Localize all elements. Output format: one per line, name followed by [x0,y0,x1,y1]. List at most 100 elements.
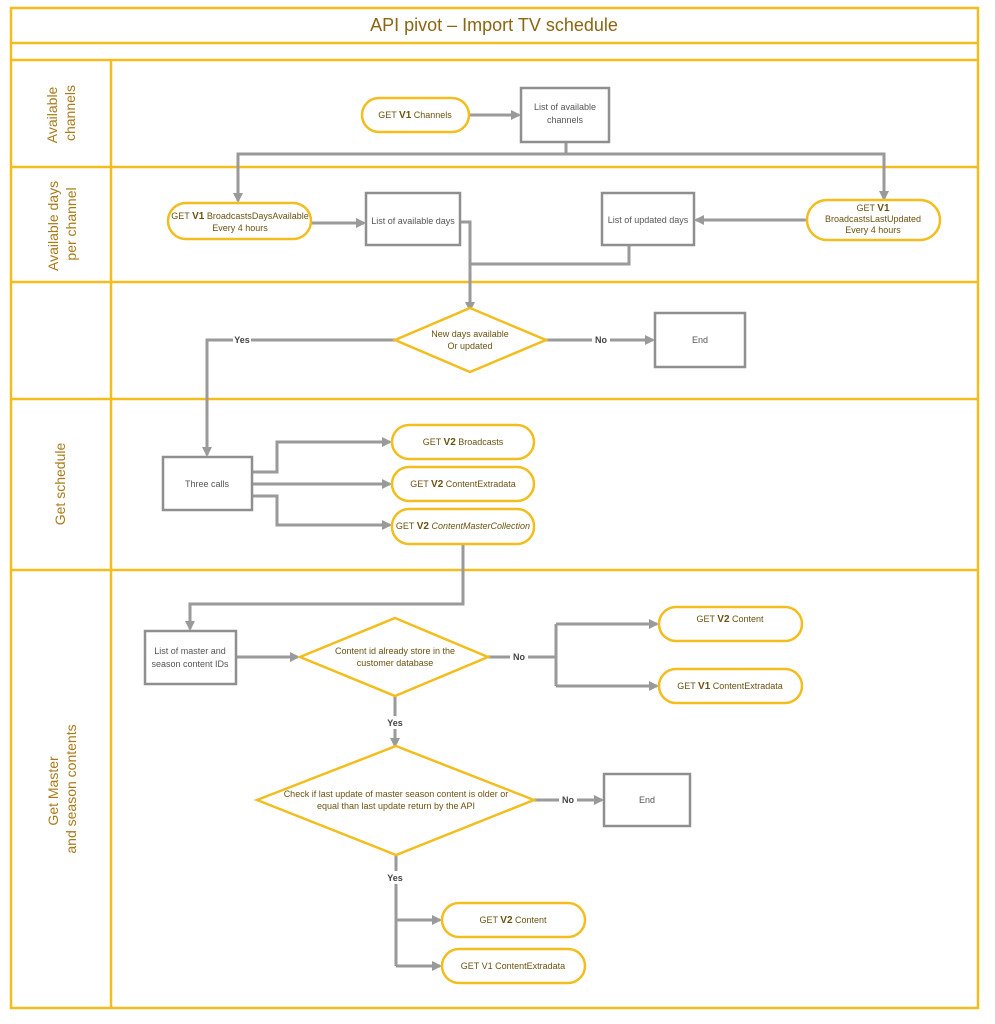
svg-text:GET V2 Broadcasts: GET V2 Broadcasts [423,437,504,448]
node-label: equal than last update return by the API [317,801,475,811]
lane-label-line: Available [44,86,60,143]
svg-text:GET V1 BroadcastsDaysAvailable: GET V1 BroadcastsDaysAvailable [171,211,308,222]
node-label: List of available [534,102,596,112]
node-label: Every 4 hours [845,225,901,235]
node-get-v1-channels: GET V1 Channels [360,96,471,134]
node-get-v1-extradata-a: GET V1 ContentExtradata [657,667,804,705]
node-label: List of available days [371,216,455,226]
node-end-1: End [653,311,747,369]
node-label: List of updated days [608,215,689,225]
connector [460,220,475,312]
api-endpoint: Content [513,915,548,925]
node-get-v2-master-collection: GET V2 ContentMasterCollection [390,507,536,546]
lane-label-available-days: Available days per channel [45,177,79,271]
api-version: V2 [717,614,730,625]
lane-label-line: Get schedule [52,443,68,526]
connector [252,494,392,530]
api-prefix: GET [677,681,698,691]
node-label: Or updated [447,341,492,351]
api-prefix: GET [696,614,717,624]
node-three-calls: Three calls [161,455,254,512]
edge-label-no: No [562,795,574,805]
lane-label-line: channels [62,85,78,141]
connector [233,142,568,203]
api-prefix: GET [479,915,500,925]
api-endpoint: Channels [411,110,452,120]
lane-label-available-channels: Available channels [44,83,78,143]
node-list-master-ids: List of master and season content IDs [143,629,238,686]
svg-text:GET V2 Content: GET V2 Content [479,915,547,926]
connector [470,245,631,266]
lane-label-get-schedule: Get schedule [52,443,68,526]
svg-text:GET V1: GET V1 [856,203,890,214]
node-label: Check if last update of master season co… [284,789,509,799]
api-prefix: GET [856,203,877,213]
node-label: End [639,795,655,805]
svg-text:GET V2 ContentExtradata: GET V2 ContentExtradata [410,479,516,490]
connector [185,544,465,631]
svg-text:GET V1 Channels: GET V1 Channels [378,110,452,121]
node-list-available-days: List of available days [364,191,462,247]
node-end-2: End [602,772,692,828]
node-get-v1-last-updated: GET V1 BroadcastsLastUpdated Every 4 hou… [805,198,942,242]
node-get-v1-broadcasts-days: GET V1 BroadcastsDaysAvailable Every 4 h… [166,201,313,241]
diagram-title: API pivot – Import TV schedule [370,15,618,35]
svg-text:GET V2 ContentMasterCollection: GET V2 ContentMasterCollection [396,521,530,532]
api-version: V1 [698,681,711,692]
node-label: BroadcastsLastUpdated [825,214,921,224]
node-get-v2-extradata: GET V2 ContentExtradata [390,465,536,503]
api-prefix: GET [410,479,431,489]
connector [202,338,395,457]
api-version: V1 [877,203,890,214]
node-get-v2-broadcasts: GET V2 Broadcasts [390,423,536,461]
api-version: V2 [431,479,444,490]
api-prefix: GET [423,437,444,447]
edge-label-no: No [513,652,525,662]
node-get-v1-extradata-b: GET V1 ContentExtradata [440,947,587,985]
node-label: End [692,335,708,345]
api-prefix: GET [396,521,417,531]
diagram-frame [9,6,980,1010]
node-label: channels [547,115,584,125]
svg-text:GET V1 ContentExtradata: GET V1 ContentExtradata [677,681,783,692]
api-prefix: GET [378,110,399,120]
connector [566,152,889,201]
api-prefix: GET [171,211,192,221]
node-decision-content-id: Content id already store in the customer… [296,616,492,698]
api-version: V2 [417,521,430,532]
api-endpoint: Broadcasts [456,437,504,447]
lane-label-get-master: Get Master and season contents [45,724,79,853]
api-endpoint: Content [730,614,765,624]
node-label: List of master and [154,646,226,656]
api-version: V2 [444,437,457,448]
api-version: V1 [399,110,412,121]
api-endpoint: ContentMasterCollection [429,521,530,531]
lane-label-line: and season contents [63,724,79,853]
node-label: customer database [357,658,434,668]
api-endpoint: ContentExtradata [443,479,516,489]
lane-label-line: per channel [63,187,79,260]
lane-label-line: Get Master [45,756,61,826]
lane-label-line: Available days [45,181,61,271]
node-list-updated-days: List of updated days [600,191,696,247]
node-label: Three calls [185,479,230,489]
api-version: V1 [192,211,205,222]
node-label: season content IDs [151,659,229,669]
node-get-v2-content-a: GET V2 Content [657,605,804,643]
edge-label-yes: Yes [387,873,403,883]
edge-label-bg [559,793,577,806]
connector [252,437,392,474]
edge-label-bg [592,333,610,346]
edge-label-bg [385,716,405,729]
api-endpoint: BroadcastsDaysAvailable [204,211,308,221]
node-label: Every 4 hours [212,223,268,233]
edge-label-bg [233,333,251,346]
node-label: Content id already store in the [335,646,455,656]
edge-label-bg [510,650,528,663]
connectors [185,110,889,971]
node-decision-last-update: Check if last update of master season co… [253,744,538,857]
api-version: V2 [500,915,513,926]
node-label: New days available [431,329,509,339]
edge-label-yes: Yes [234,335,250,345]
